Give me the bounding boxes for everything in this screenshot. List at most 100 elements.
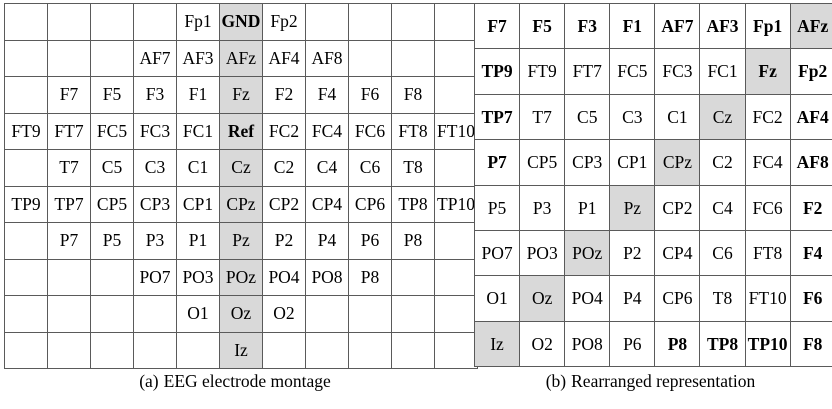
- montage-cell-empty: [4, 295, 48, 333]
- montage-cell-o2: O2: [262, 295, 306, 333]
- caption-panel-b: (b)Rearranged representation: [474, 371, 827, 392]
- montage-cell-f6: F6: [348, 76, 392, 114]
- rearranged-cell-po8: PO8: [564, 320, 611, 368]
- montage-cell-c1: C1: [176, 149, 220, 187]
- rearranged-cell-f1: F1: [609, 2, 656, 50]
- rearranged-cell-p2: P2: [609, 230, 656, 277]
- montage-cell-p8: P8: [391, 222, 435, 260]
- rearranged-cell-p3: P3: [519, 184, 566, 232]
- rearranged-cell-f3: F3: [564, 2, 611, 50]
- montage-cell-ref: Ref: [219, 112, 263, 150]
- rearranged-cell-tp9: TP9: [473, 48, 521, 95]
- montage-cell-po3: PO3: [176, 258, 220, 296]
- rearranged-cell-f2: F2: [789, 184, 832, 232]
- montage-cell-p3: P3: [133, 222, 177, 260]
- montage-cell-empty: [434, 258, 478, 296]
- montage-cell-p8: P8: [348, 258, 392, 296]
- rearranged-cell-f4: F4: [789, 230, 832, 277]
- montage-cell-empty: [348, 295, 392, 333]
- montage-cell-f3: F3: [133, 76, 177, 114]
- montage-cell-empty: [176, 331, 220, 369]
- montage-cell-cz: Cz: [219, 149, 263, 187]
- rearranged-cell-p7: P7: [473, 139, 521, 186]
- montage-cell-p4: P4: [305, 222, 349, 260]
- montage-cell-p7: P7: [47, 222, 91, 260]
- montage-cell-po4: PO4: [262, 258, 306, 296]
- montage-cell-f4: F4: [305, 76, 349, 114]
- montage-cell-empty: [305, 331, 349, 369]
- montage-row: Iz: [4, 331, 478, 369]
- rearranged-cell-cp6: CP6: [654, 275, 701, 322]
- rearranged-cell-p8: P8: [654, 320, 701, 368]
- montage-cell-f1: F1: [176, 76, 220, 114]
- montage-cell-cp4: CP4: [305, 185, 349, 223]
- montage-cell-empty: [434, 295, 478, 333]
- rearranged-cell-fc5: FC5: [609, 48, 656, 95]
- montage-cell-empty: [4, 149, 48, 187]
- rearranged-cell-po4: PO4: [564, 275, 611, 322]
- montage-cell-af3: AF3: [176, 39, 220, 77]
- rearranged-cell-f5: F5: [519, 2, 566, 50]
- montage-cell-f8: F8: [391, 76, 435, 114]
- montage-cell-tp10: TP10: [434, 185, 478, 223]
- rearranged-cell-p1: P1: [564, 184, 611, 232]
- montage-cell-empty: [47, 3, 91, 41]
- montage-cell-p2: P2: [262, 222, 306, 260]
- rearranged-cell-f6: F6: [789, 275, 832, 322]
- rearranged-cell-cp5: CP5: [519, 139, 566, 186]
- montage-cell-tp9: TP9: [4, 185, 48, 223]
- rearranged-cell-p6: P6: [609, 320, 656, 368]
- montage-cell-fc5: FC5: [90, 112, 134, 150]
- rearranged-cell-oz: Oz: [519, 275, 566, 322]
- montage-cell-empty: [305, 3, 349, 41]
- rearranged-cell-p5: P5: [473, 184, 521, 232]
- montage-cell-cp6: CP6: [348, 185, 392, 223]
- rearranged-cell-f8: F8: [789, 320, 832, 368]
- rearranged-cell-ft9: FT9: [519, 48, 566, 95]
- montage-cell-fz: Fz: [219, 76, 263, 114]
- montage-cell-t7: T7: [47, 149, 91, 187]
- rearranged-cell-fp1: Fp1: [744, 2, 791, 50]
- montage-cell-fc2: FC2: [262, 112, 306, 150]
- montage-cell-empty: [434, 331, 478, 369]
- montage-cell-f2: F2: [262, 76, 306, 114]
- montage-cell-cp5: CP5: [90, 185, 134, 223]
- caption-text-a: EEG electrode montage: [163, 371, 331, 391]
- montage-cell-cp2: CP2: [262, 185, 306, 223]
- montage-cell-empty: [434, 149, 478, 187]
- caption-panel-a: (a)EEG electrode montage: [4, 371, 466, 392]
- rearranged-cell-ft7: FT7: [564, 48, 611, 95]
- montage-cell-empty: [90, 331, 134, 369]
- rearranged-cell-ft8: FT8: [744, 230, 791, 277]
- rearranged-cell-c6: C6: [699, 230, 746, 277]
- montage-cell-ft10: FT10: [434, 112, 478, 150]
- montage-cell-empty: [262, 331, 306, 369]
- montage-cell-empty: [4, 39, 48, 77]
- rearranged-cell-t7: T7: [519, 93, 566, 141]
- rearranged-cell-c2: C2: [699, 139, 746, 186]
- caption-tag-b: (b): [545, 371, 567, 391]
- montage-cell-fc3: FC3: [133, 112, 177, 150]
- montage-cell-fp1: Fp1: [176, 3, 220, 41]
- montage-cell-empty: [434, 3, 478, 41]
- montage-cell-cp3: CP3: [133, 185, 177, 223]
- montage-cell-empty: [434, 39, 478, 77]
- montage-cell-fc1: FC1: [176, 112, 220, 150]
- rearranged-cell-c4: C4: [699, 184, 746, 232]
- rearranged-cell-po7: PO7: [473, 230, 521, 277]
- montage-cell-ft7: FT7: [47, 112, 91, 150]
- caption-tag-a: (a): [139, 371, 159, 391]
- montage-cell-o1: O1: [176, 295, 220, 333]
- rearranged-cell-afz: AFz: [789, 2, 832, 50]
- rearranged-cell-cp1: CP1: [609, 139, 656, 186]
